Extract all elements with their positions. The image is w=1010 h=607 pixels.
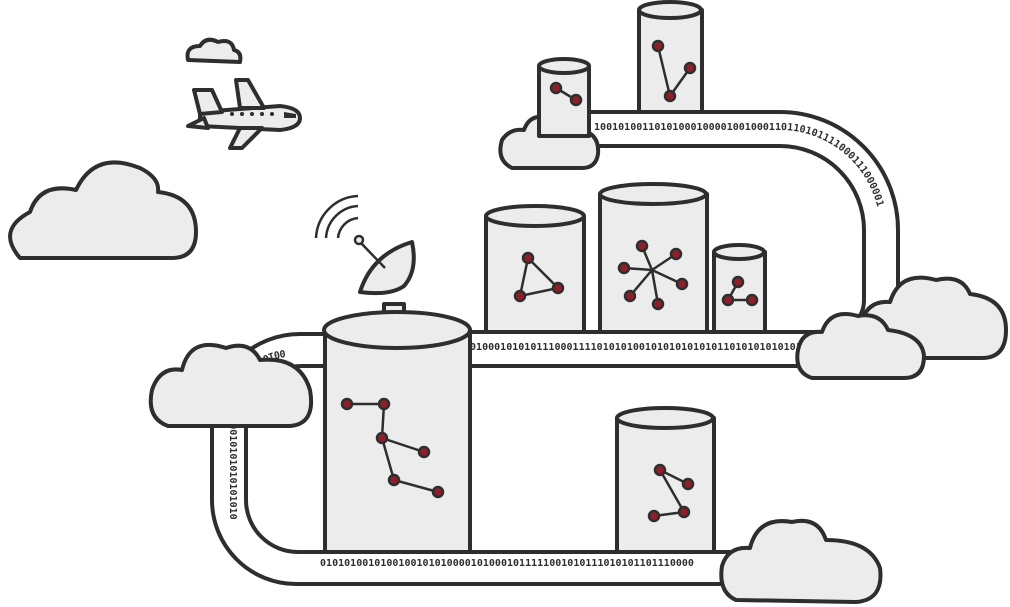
database-icon [322, 310, 472, 554]
network-graph-icon [647, 463, 695, 523]
network-graph-icon [549, 81, 583, 107]
cloud-icon [719, 518, 883, 604]
bit-string-middle: 0100010101011100011110101010010101010101… [470, 342, 802, 353]
network-graph-icon [617, 239, 689, 311]
database-icon [537, 57, 591, 138]
bit-string-bottom: 0101010010100100101010000101000101111100… [320, 558, 694, 569]
airplane-icon [186, 78, 302, 150]
database-icon [637, 0, 704, 114]
database-icon [615, 406, 716, 554]
database-icon [712, 243, 767, 334]
network-graph-icon [721, 275, 759, 307]
satellite-dish-icon [314, 194, 416, 318]
database-icon [598, 182, 709, 334]
data-track-middle: 0100010101011100011110101010010101010101… [468, 330, 842, 368]
cloud-icon [185, 37, 243, 64]
cloud-icon [795, 312, 926, 380]
network-graph-icon [513, 251, 565, 303]
data-track-bottom: 0101010010100100101010000101000101111100… [320, 550, 762, 569]
network-graph-icon [651, 39, 697, 103]
network-graph-icon [340, 397, 445, 499]
database-icon [484, 204, 586, 334]
cloud-icon [8, 160, 198, 260]
cloud-icon [148, 342, 313, 428]
